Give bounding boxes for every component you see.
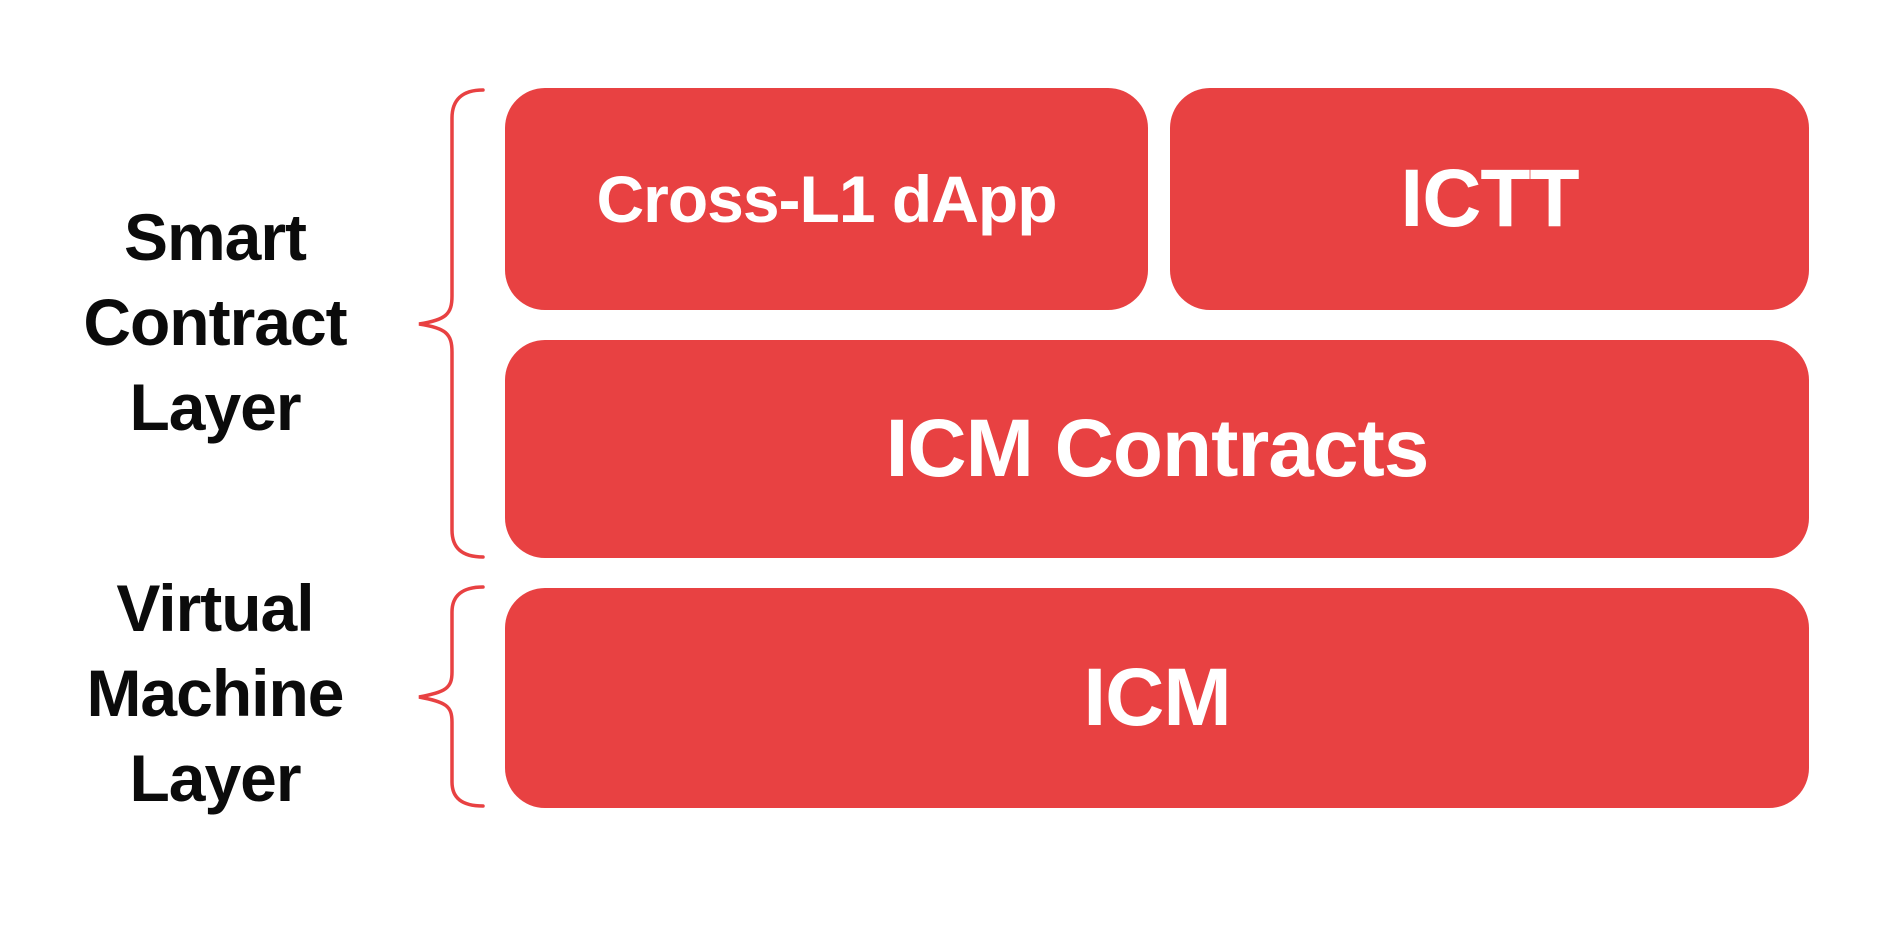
box-label: Cross-L1 dApp [596,162,1057,236]
box-label: ICTT [1400,153,1579,244]
label-line: Layer [129,370,301,444]
label-line: Virtual [116,571,314,645]
layer-label-smart-contract: Smart Contract Layer [0,195,430,450]
box-ictt: ICTT [1170,88,1809,310]
curly-brace-icon-virtual-machine [418,585,485,808]
label-line: Smart [123,200,307,274]
curly-braces [418,88,485,808]
label-line: Machine [86,656,344,730]
box-icm-contracts: ICM Contracts [505,340,1809,558]
box-cross-l1-dapp: Cross-L1 dApp [505,88,1148,310]
curly-brace-icon-smart-contract [418,88,485,559]
layer-label-virtual-machine: Virtual Machine Layer [0,566,430,821]
box-label: ICM Contracts [885,403,1430,494]
label-line: Contract [83,285,347,359]
box-icm: ICM [505,588,1809,808]
label-line: Layer [129,741,301,815]
box-label: ICM [1083,652,1231,743]
